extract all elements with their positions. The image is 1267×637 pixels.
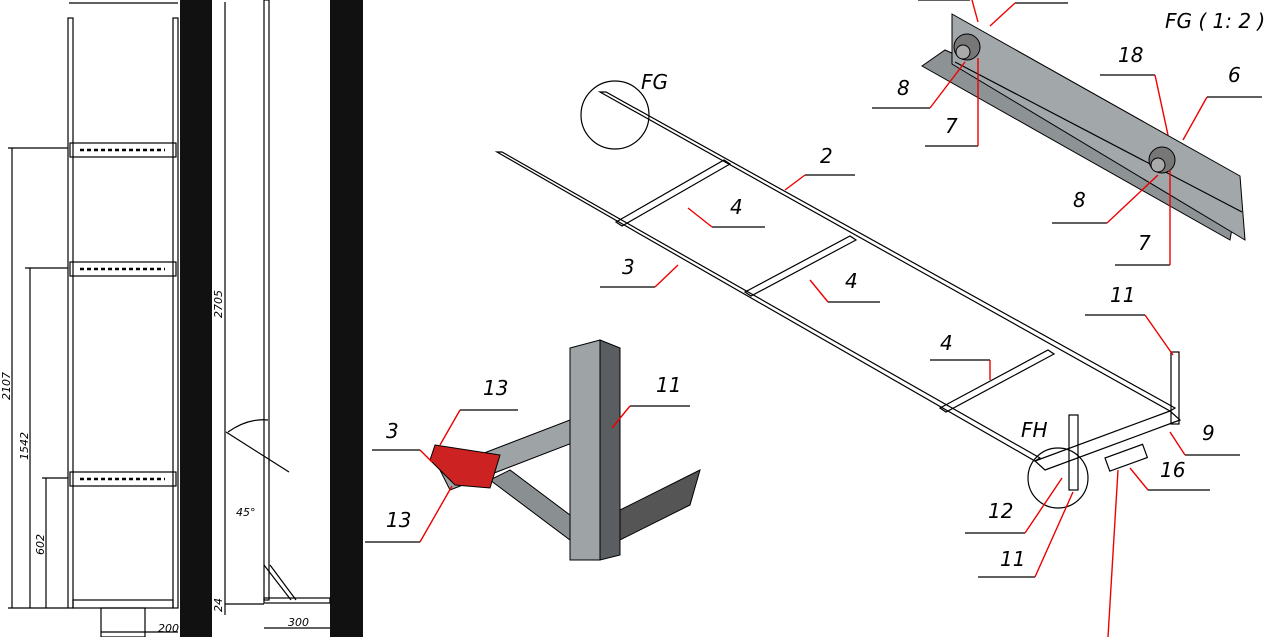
bolt: [953, 33, 981, 61]
separator-bar: [180, 0, 212, 637]
iso-ladder: [494, 80, 1182, 509]
callout-18: 18: [1118, 43, 1143, 67]
bolt: [1148, 146, 1176, 174]
dim-200: 200: [158, 622, 179, 635]
dim-300: 300: [288, 616, 309, 629]
side-view: 2705 24 300 45°: [212, 0, 331, 629]
callout-3: 3: [622, 255, 635, 279]
rung: [69, 471, 177, 487]
callout-11a: 11: [1110, 283, 1135, 307]
dim-1542: 1542: [18, 432, 31, 460]
detail-circle-fh: [1027, 447, 1089, 509]
callout-4b: 4: [845, 269, 858, 293]
callout-8a: 8: [897, 76, 910, 100]
bracket-detail: 13 3 13 11: [365, 339, 701, 561]
separator-bar: [330, 0, 363, 637]
callout-16: 16: [1160, 458, 1185, 482]
callout-11c: 11: [656, 373, 681, 397]
dim-2705: 2705: [212, 290, 225, 318]
callout-2: 2: [820, 144, 833, 168]
callout-3b: 3: [386, 419, 399, 443]
callout-7b: 7: [1138, 231, 1151, 255]
dim-24: 24: [212, 598, 225, 612]
dim-45deg: 45°: [236, 506, 256, 519]
callout-4c: 4: [940, 331, 953, 355]
callout-7a: 7: [945, 114, 958, 138]
rung: [69, 261, 177, 277]
rung: [69, 142, 177, 158]
callout-8b: 8: [1073, 188, 1086, 212]
detail-fg-title: FG ( 1: 2 ): [1165, 9, 1265, 33]
callout-fh: FH: [1021, 418, 1048, 442]
callout-11b: 11: [1000, 547, 1025, 571]
dim-2107: 2107: [0, 372, 13, 400]
callout-6: 6: [1228, 63, 1241, 87]
dim-602: 602: [34, 534, 47, 555]
iso-callouts: FG FH 2 3 4 4 4 11 9 16 12 11: [600, 70, 1240, 637]
fg-detail: FG ( 1: 2 ) 8 7 18 6 8 7: [872, 0, 1265, 266]
detail-circle-fg: [580, 80, 650, 150]
callout-13b: 13: [386, 508, 411, 532]
callout-12: 12: [988, 499, 1013, 523]
front-view: 2107 1542 602 200: [0, 2, 179, 637]
callout-9: 9: [1202, 421, 1215, 445]
callout-fg: FG: [641, 70, 668, 94]
callout-13a: 13: [483, 376, 508, 400]
callout-4a: 4: [730, 195, 743, 219]
